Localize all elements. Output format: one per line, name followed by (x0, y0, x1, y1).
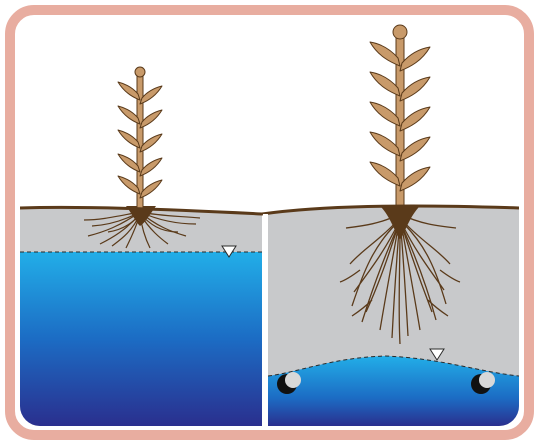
panel-divider (263, 214, 268, 426)
diagram-content (20, 20, 519, 426)
water-left (20, 252, 262, 426)
